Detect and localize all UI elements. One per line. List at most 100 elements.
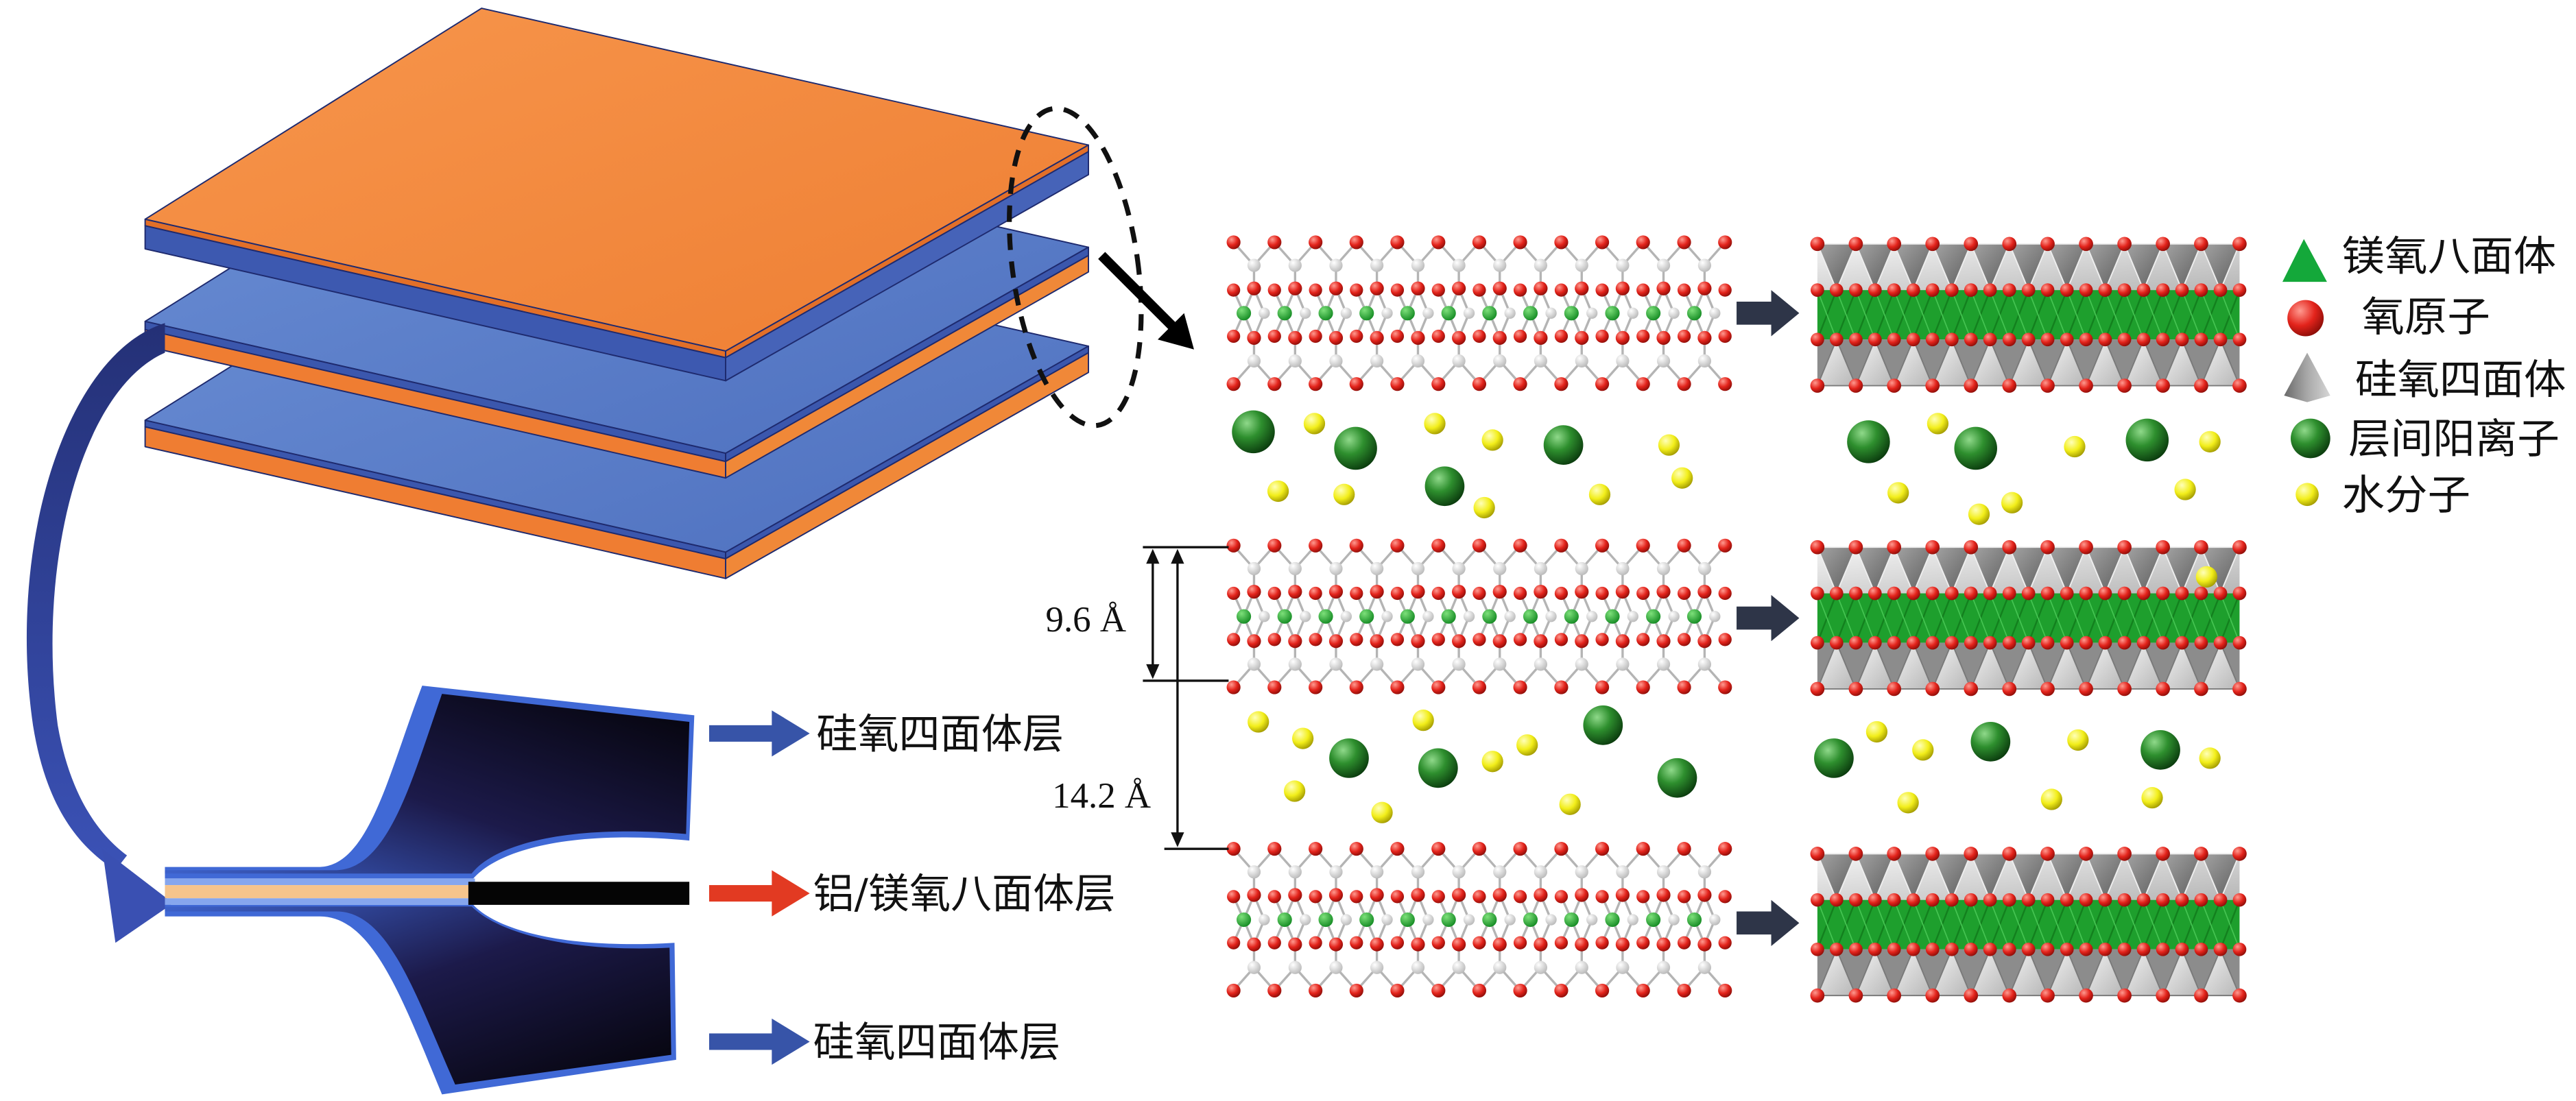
oxygen-atom [1811, 332, 1824, 347]
oxygen-atom [1656, 281, 1671, 295]
oxygen-atom [1868, 636, 1882, 650]
oxygen-atom [1677, 283, 1691, 297]
oxygen-atom [1288, 634, 1302, 649]
oxygen-atom [1309, 538, 1323, 553]
highlight-ellipse [1007, 106, 1144, 428]
silicon-tetrahedron [1855, 546, 1896, 596]
oxygen-atom [2136, 283, 2151, 297]
oxygen-atom [1472, 235, 1487, 250]
oxygen-atom [1887, 847, 1902, 861]
octahedron-edge [2219, 289, 2241, 340]
magnesium-atom [1482, 609, 1497, 624]
ball-and-stick-layers [1226, 235, 1732, 998]
oxygen-atom [2213, 893, 2228, 907]
oxygen-atom [1944, 893, 1959, 907]
oxygen-atom [1288, 937, 1302, 952]
oxygen-atom [1390, 983, 1405, 998]
oxygen-atom [1452, 888, 1466, 902]
octahedron-edge [2047, 593, 2068, 643]
oxygen-atom [1390, 680, 1405, 694]
silicon-atom [1575, 258, 1588, 272]
silicon-tetrahedron [2008, 947, 2049, 997]
oxygen-atom [1848, 988, 1863, 1003]
oxygen-atom [2232, 586, 2247, 601]
oxygen-atom [1677, 680, 1691, 694]
silicon-tetrahedron [2162, 641, 2202, 690]
oxygen-atom [2021, 942, 2036, 956]
silicon-atom [1534, 960, 1548, 974]
oxygen-atom [1350, 586, 1363, 601]
octahedron-edge [2104, 593, 2125, 643]
magnesium-atom [1564, 609, 1579, 624]
silicon-atom [1616, 657, 1630, 671]
oxygen-atom [1390, 329, 1405, 343]
octahedron-edge [1989, 593, 2010, 643]
oxygen-atom [1267, 283, 1281, 297]
oxygen-atom [1349, 235, 1363, 250]
oxygen-atom [1411, 585, 1425, 599]
oxygen-atom [1452, 585, 1466, 599]
silicon-atom [1247, 258, 1261, 272]
middle-label: 铝/镁氧八面体层 [708, 870, 1116, 919]
transform-arrow [1737, 290, 1800, 337]
octahedron-edge [1931, 593, 1953, 643]
silicon-atom [1575, 354, 1588, 368]
silicon-tetrahedron [2047, 337, 2088, 387]
oxygen-atom [2098, 332, 2112, 347]
oxygen-atom [1227, 586, 1241, 601]
polyhedral-layer [1810, 847, 2247, 1003]
oxygen-atom [1925, 283, 1940, 297]
oxygen-atom [1513, 329, 1527, 343]
oxygen-atom [1656, 937, 1671, 952]
oxygen-atom [1513, 842, 1527, 856]
oxygen-atom [1349, 680, 1363, 694]
oxygen-atom [1431, 377, 1446, 391]
oxygen-atom [1390, 633, 1405, 646]
blue-arrow-shaft [708, 1033, 776, 1050]
oxygen-atom [1288, 888, 1302, 902]
oxygen-atom [2021, 332, 2036, 347]
oxygen-atom [1431, 936, 1445, 949]
octahedron-edge [2085, 593, 2106, 643]
hydrogen-atom [1259, 610, 1270, 622]
oxygen-atom [1226, 538, 1241, 553]
hydrogen-atom [1545, 914, 1557, 925]
oxygen-atom [2060, 332, 2074, 347]
hydrogen-atom [1422, 307, 1434, 319]
silicon-tetrahedron [2047, 546, 2088, 596]
octahedral-label: 铝/镁氧八面体层 [813, 871, 1115, 919]
magnesium-atom [1277, 609, 1292, 624]
oxygen-atom [2060, 283, 2074, 297]
oxygen-atom [2156, 586, 2170, 601]
hydrogen-atom [1259, 307, 1270, 319]
silicon-tetrahedron [1855, 641, 1896, 690]
oxygen-atom [1615, 937, 1630, 952]
oxygen-atom [1829, 283, 1844, 297]
oxygen-atom [2040, 847, 2055, 861]
silicon-atom [1575, 960, 1588, 974]
water-molecule [1248, 711, 1269, 733]
octahedron-edge [1817, 593, 1837, 643]
oxygen-atom [2040, 681, 2055, 697]
octahedron-edge [2008, 593, 2029, 643]
magnesium-atom [1482, 912, 1497, 928]
octahedron-edge [2200, 289, 2221, 340]
oxygen-atom [1595, 283, 1609, 297]
oxygen-atom [1267, 890, 1281, 904]
oxygen-atom [1267, 235, 1282, 250]
upper-sheet [165, 694, 690, 874]
oxygen-atom [1925, 988, 1940, 1003]
silicon-atom [1288, 865, 1302, 879]
interlayer-cation [1424, 466, 1465, 507]
oxygen-atom [2117, 681, 2132, 697]
silicon-tetrahedron [1893, 947, 1934, 997]
silicon-tetrahedron [2047, 853, 2088, 902]
hydrogen-atom [1709, 914, 1721, 925]
plate-top [144, 8, 1090, 382]
oxygen-atom [1350, 890, 1363, 904]
oxygen-atom [1718, 329, 1732, 343]
silicon-tetrahedron [2008, 546, 2049, 596]
oxygen-atom [1849, 893, 1863, 907]
interlayer-cation [1232, 410, 1275, 454]
oxygen-atom [1492, 937, 1507, 952]
